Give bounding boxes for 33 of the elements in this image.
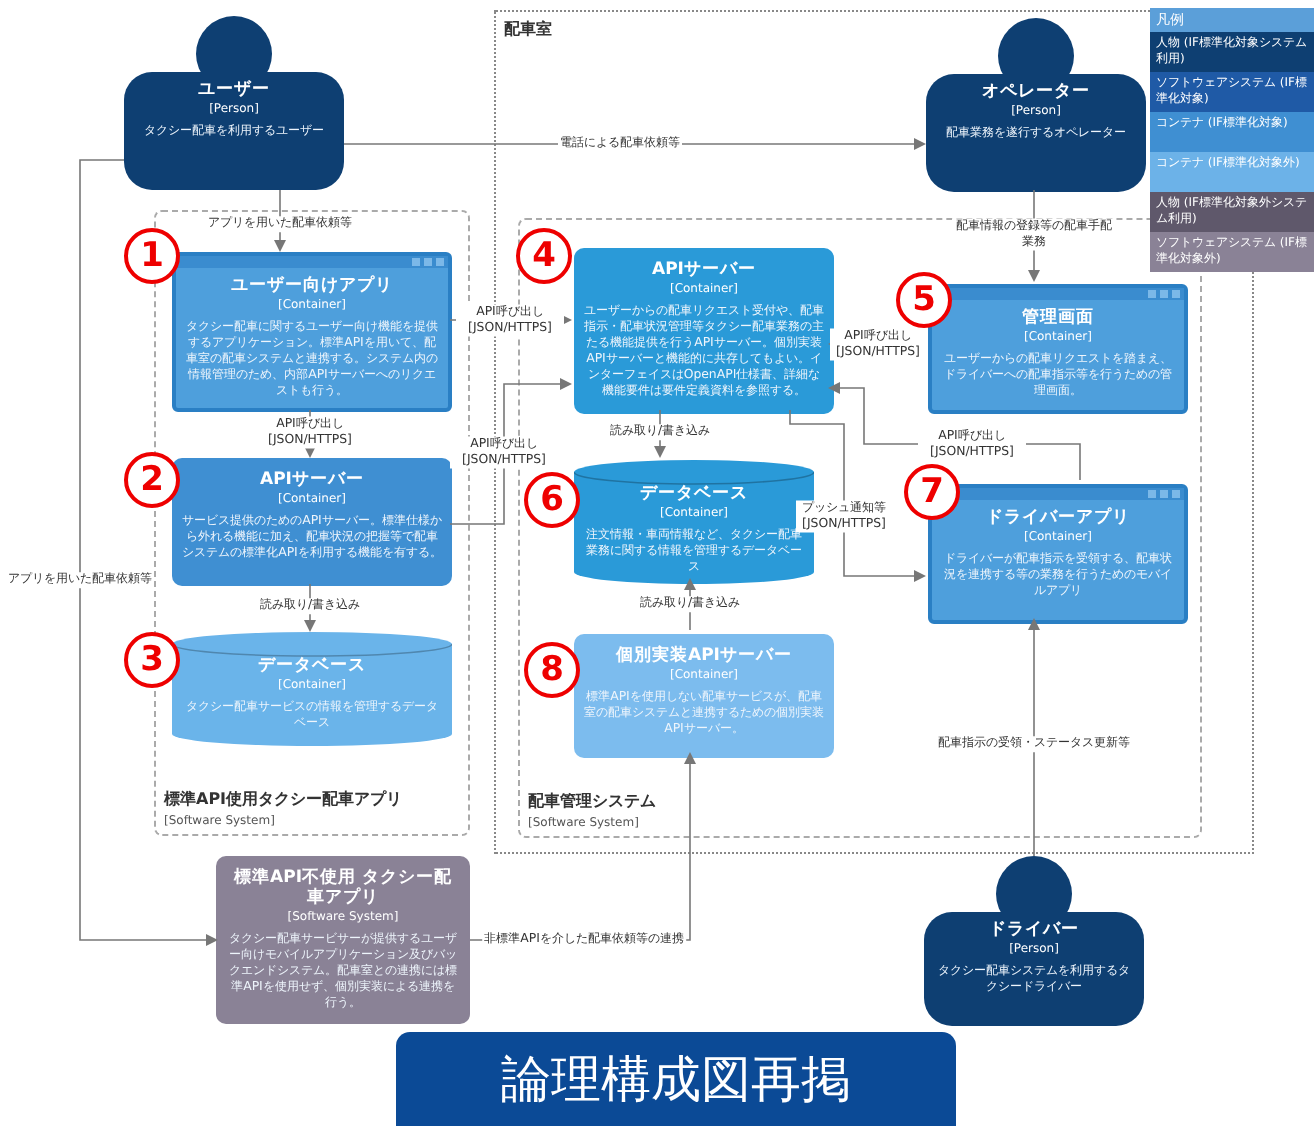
title-banner: 論理構成図再掲 xyxy=(396,1032,956,1126)
connector-arrow xyxy=(79,159,218,946)
node-title: データベース xyxy=(258,656,366,677)
connector-arrow xyxy=(789,409,926,582)
node-title: 管理画面 xyxy=(1022,308,1094,329)
node-title: 個別実装APIサーバー xyxy=(616,646,792,667)
node-title: ドライバー xyxy=(989,920,1079,941)
callout-number: 4 xyxy=(516,228,572,284)
node-title: APIサーバー xyxy=(260,470,364,491)
boundary-title: 配車室 xyxy=(504,18,552,40)
node-title: ユーザー xyxy=(198,80,270,101)
node-title: ドライバーアプリ xyxy=(986,508,1130,529)
container-box xyxy=(172,458,452,586)
node-title: オペレーター xyxy=(982,82,1090,103)
callout-number: 8 xyxy=(524,642,580,698)
container-box xyxy=(574,248,834,414)
connector-arrow xyxy=(449,378,572,525)
connector-arrow xyxy=(1028,618,1040,857)
container-box xyxy=(574,634,834,758)
boundary-title: 配車管理システム xyxy=(528,790,656,812)
callout-number: 6 xyxy=(524,472,580,528)
callout-number: 2 xyxy=(124,452,180,508)
node-title: データベース xyxy=(640,484,748,505)
app-window xyxy=(172,252,452,412)
callout-number: 3 xyxy=(124,632,180,688)
node-title: APIサーバー xyxy=(652,260,756,281)
callout-number: 5 xyxy=(896,272,952,328)
node-title: ユーザー向けアプリ xyxy=(231,276,393,297)
boundary-title: 標準API使用タクシー配車アプリ xyxy=(164,788,403,810)
node-title: 標準API不使用 タクシー配車アプリ xyxy=(232,868,454,909)
callout-number: 7 xyxy=(904,464,960,520)
callout-number: 1 xyxy=(124,228,180,284)
container-box xyxy=(216,856,470,1024)
